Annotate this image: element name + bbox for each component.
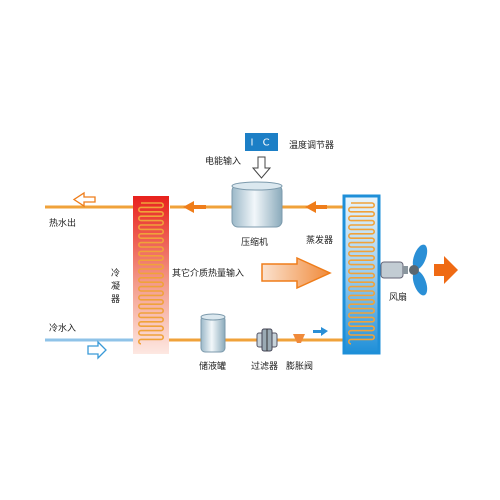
- heat-input-label: 其它介质热量输入: [172, 267, 244, 279]
- controller-label: 温度调节器: [289, 139, 334, 151]
- controller-code: I C: [250, 138, 272, 149]
- expansion-valve: [293, 334, 305, 343]
- filter: [256, 328, 278, 352]
- filter-label: 过滤器: [251, 360, 278, 372]
- flow-arrow-left-icon: [183, 201, 206, 213]
- compressor: [231, 181, 283, 228]
- flow-arrow-left-icon: [305, 201, 327, 213]
- temperature-controller: I C: [245, 133, 278, 151]
- cold-water-in-arrow-icon: [87, 340, 107, 360]
- evaporator: [342, 194, 381, 355]
- expansion-valve-label: 膨胀阀: [286, 360, 313, 372]
- compressor-label: 压缩机: [241, 236, 268, 248]
- condenser-label-line2: 凝: [111, 281, 120, 292]
- receiver-label: 储液罐: [199, 360, 226, 372]
- flow-arrow-right-icon: [313, 327, 328, 336]
- power-input-label: 电能输入: [205, 155, 241, 167]
- liquid-receiver: [200, 313, 226, 353]
- condenser: [133, 196, 169, 354]
- fan-label: 风扇: [389, 291, 407, 303]
- condenser-label-line1: 冷: [111, 267, 120, 279]
- hot-water-out-label: 热水出: [49, 217, 76, 229]
- condenser-label-line3: 器: [111, 294, 120, 305]
- hot-water-out-arrow-icon: [72, 191, 96, 208]
- down-arrow-icon: [251, 156, 272, 179]
- fan: [380, 244, 428, 296]
- cold-water-in-label: 冷水入: [49, 322, 76, 334]
- airflow-arrow-icon: [434, 256, 458, 284]
- heat-input-arrow-icon: [261, 256, 332, 290]
- evaporator-label: 蒸发器: [306, 234, 333, 246]
